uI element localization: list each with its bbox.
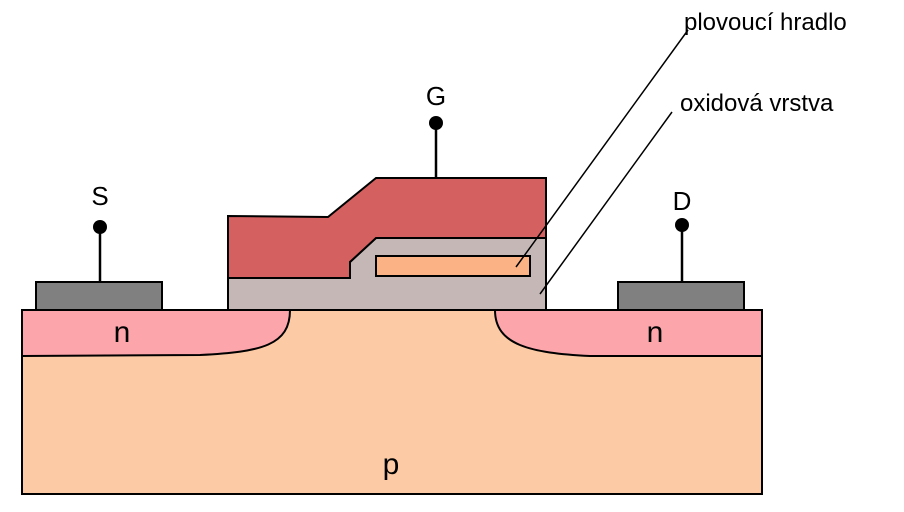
gate-label: G: [426, 81, 446, 111]
n-left-label: n: [114, 316, 131, 349]
drain-contact: [617, 281, 745, 311]
floating-gate-leader: [515, 29, 689, 268]
n-region-left: [21, 309, 292, 358]
source-contact: [35, 281, 163, 311]
control-gate: [227, 177, 547, 279]
gate-terminal-dot: [429, 116, 443, 130]
substrate-label: p: [383, 448, 400, 481]
oxide-layer-leader: [539, 111, 673, 295]
source-label: S: [91, 181, 108, 211]
source-terminal-dot: [93, 220, 107, 234]
n-region-right: [493, 309, 763, 357]
floating-gate-label: plovoucí hradlo: [684, 9, 847, 36]
oxide-layer-label: oxidová vrstva: [680, 90, 834, 117]
floating-gate: [375, 255, 531, 277]
n-right-label: n: [647, 316, 664, 349]
drain-label: D: [673, 186, 692, 216]
drain-terminal-dot: [675, 218, 689, 232]
